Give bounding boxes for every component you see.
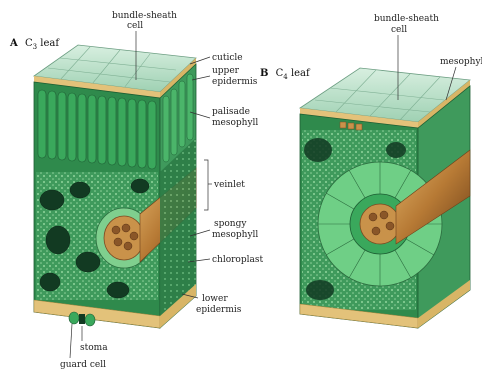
label-mesophyl: mesophyl <box>440 57 482 67</box>
label-bundle-sheath-b: bundle-sheath <box>374 14 439 24</box>
label-guard-cell: guard cell <box>60 360 106 370</box>
panel-a-title: A C3 leaf <box>9 38 60 51</box>
label-spongy-1: spongy <box>214 219 247 229</box>
label-stoma: stoma <box>80 343 108 353</box>
label-veinlet: veinlet <box>213 180 245 190</box>
label-lower-epidermis-2: epidermis <box>196 305 242 315</box>
svg-text:B C4 leaf: B C4 leaf <box>260 68 311 81</box>
veinlet-bracket <box>204 160 212 210</box>
svg-text:A C3 leaf: A C3 leaf <box>9 38 60 51</box>
label-bundle-sheath-a-cell: cell <box>127 21 143 31</box>
label-palisade-1: palisade <box>212 107 250 117</box>
label-bundle-sheath-a: bundle-sheath <box>112 11 177 21</box>
label-spongy-2: mesophyll <box>212 230 258 240</box>
label-upper-epidermis-2: epidermis <box>212 77 258 87</box>
stoma-guard-cells <box>69 312 95 326</box>
label-lower-epidermis-1: lower <box>202 294 228 304</box>
c4-leaf-block <box>300 68 470 328</box>
label-bundle-sheath-b-cell: cell <box>391 25 407 35</box>
label-chloroplast: chloroplast <box>212 255 263 265</box>
label-upper-epidermis-1: upper <box>212 66 240 76</box>
label-cuticle: cuticle <box>212 53 243 63</box>
panel-b-title: B C4 leaf <box>260 68 311 81</box>
label-palisade-2: mesophyll <box>212 118 258 128</box>
c3-leaf-block <box>34 45 196 328</box>
